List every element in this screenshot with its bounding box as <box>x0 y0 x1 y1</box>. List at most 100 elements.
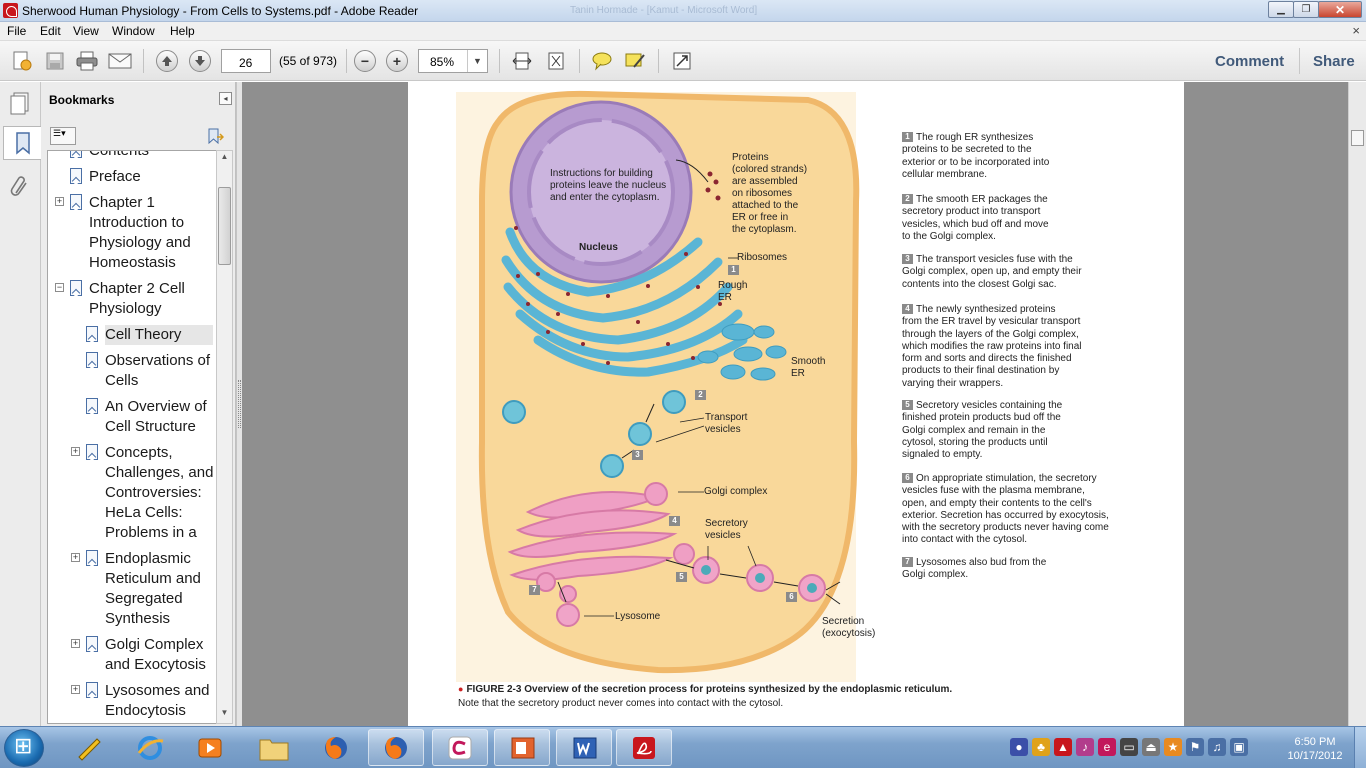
expand-icon[interactable]: + <box>71 552 80 562</box>
bookmark-options-icon[interactable]: ☰▾ <box>50 127 76 145</box>
comment-pane-button[interactable]: Comment <box>1215 53 1285 70</box>
explorer-switcher-icon[interactable] <box>60 729 116 766</box>
fullscreen-icon[interactable] <box>669 49 695 73</box>
zoom-in-button[interactable]: + <box>384 49 410 73</box>
page-number-input[interactable] <box>221 49 271 73</box>
expand-icon[interactable]: + <box>71 638 80 648</box>
panel-splitter[interactable] <box>236 82 242 726</box>
expand-icon[interactable]: + <box>71 446 80 456</box>
expand-bookmark-icon[interactable] <box>206 127 225 145</box>
email-icon[interactable] <box>107 49 133 73</box>
attachments-icon[interactable] <box>4 170 36 204</box>
share-pane-button[interactable]: Share <box>1313 53 1355 70</box>
collapse-icon[interactable]: − <box>55 282 64 292</box>
bookmark-overview-cell-structure[interactable]: An Overview of Cell Structure <box>48 397 218 437</box>
smooth-er <box>697 323 787 381</box>
bookmark-scrollbar[interactable]: ▲ ▼ <box>216 150 233 724</box>
prev-page-button[interactable] <box>154 49 180 73</box>
show-desktop-button[interactable] <box>1354 727 1366 768</box>
document-scrollbar[interactable] <box>1348 82 1366 726</box>
bookmark-chapter-1[interactable]: + Chapter 1 Introduction to Physiology a… <box>55 194 191 271</box>
scroll-up-icon[interactable]: ▲ <box>220 152 229 161</box>
document-close-icon[interactable]: × <box>1352 23 1360 38</box>
tray-flag-icon[interactable]: ⚑ <box>1186 738 1204 756</box>
tray-smartfren-icon[interactable]: e <box>1098 738 1116 756</box>
tray-app-icon[interactable]: ● <box>1010 738 1028 756</box>
chevron-down-icon[interactable]: ▼ <box>467 50 487 72</box>
tray-network-icon[interactable]: ▣ <box>1230 738 1248 756</box>
create-pdf-icon[interactable] <box>9 49 35 73</box>
marker-step-2: 2 <box>695 390 709 402</box>
bookmark-chapter-2[interactable]: − Chapter 2 Cell Physiology <box>55 280 185 317</box>
tray-app-icon[interactable]: ♪ <box>1076 738 1094 756</box>
fit-width-icon[interactable] <box>509 49 535 73</box>
menu-window[interactable]: Window <box>112 24 155 38</box>
scroll-thumb[interactable] <box>218 187 231 265</box>
system-tray: ● ♣ ▲ ♪ e ▭ ⏏ ★ ⚑ ♫ ▣ <box>1010 735 1248 759</box>
bookmark-icon <box>70 194 82 210</box>
page-thumbnails-icon[interactable] <box>4 86 36 120</box>
internet-explorer-icon[interactable] <box>122 729 178 766</box>
toolbar-separator <box>499 49 500 73</box>
zoom-select[interactable]: 85% ▼ <box>418 49 488 73</box>
zoom-out-button[interactable]: − <box>352 49 378 73</box>
minimize-button[interactable]: ▁ <box>1268 1 1294 18</box>
firefox-window-icon[interactable] <box>368 729 424 766</box>
collapse-panel-icon[interactable]: ◂ <box>219 92 232 105</box>
scroll-thumb[interactable] <box>1351 130 1364 146</box>
adobe-reader-taskbar-icon[interactable] <box>616 729 672 766</box>
tray-monitor-icon[interactable]: ▭ <box>1120 738 1138 756</box>
tray-volume-icon[interactable]: ♫ <box>1208 738 1226 756</box>
vesicle-contents <box>701 565 817 593</box>
bookmarks-panel: Bookmarks ◂ ☰▾ Contents Preface + Chapte… <box>41 82 236 726</box>
label-lysosome: Lysosome <box>615 611 661 622</box>
media-player-icon[interactable] <box>182 729 238 766</box>
tray-app-icon[interactable]: ★ <box>1164 738 1182 756</box>
prev-page-icon <box>156 50 178 72</box>
smartfren-icon[interactable] <box>432 729 488 766</box>
bookmark-contents[interactable]: Contents <box>48 151 218 161</box>
firefox-icon[interactable] <box>308 729 364 766</box>
file-explorer-icon[interactable] <box>246 729 302 766</box>
zoom-value: 85% <box>430 55 455 69</box>
comment-icon[interactable] <box>589 49 615 73</box>
print-icon[interactable] <box>74 49 100 73</box>
toolbar-separator <box>579 49 580 73</box>
expand-icon[interactable]: + <box>71 684 80 694</box>
word-icon[interactable] <box>556 729 612 766</box>
clock[interactable]: 6:50 PM 10/17/2012 <box>1282 735 1348 763</box>
bookmark-preface[interactable]: Preface <box>48 167 218 187</box>
menu-help[interactable]: Help <box>170 24 195 38</box>
tray-adobe-icon[interactable]: ▲ <box>1054 738 1072 756</box>
bookmark-observations-of-cells[interactable]: Observations of Cells <box>48 351 218 391</box>
save-icon[interactable] <box>42 49 68 73</box>
bookmark-golgi-complex[interactable]: + Golgi Complex and Exocytosis <box>71 636 206 673</box>
next-page-button[interactable] <box>187 49 213 73</box>
tray-usb-icon[interactable]: ⏏ <box>1142 738 1160 756</box>
bookmark-endoplasmic-reticulum[interactable]: + Endoplasmic Reticulum and Segregated S… <box>71 550 201 627</box>
maximize-button[interactable]: ❐ <box>1293 1 1319 18</box>
expand-icon[interactable]: + <box>55 196 64 206</box>
scroll-down-icon[interactable]: ▼ <box>220 708 229 717</box>
close-button[interactable]: ✕ <box>1318 1 1362 18</box>
bookmark-icon <box>86 398 98 414</box>
page-count: (55 of 973) <box>279 54 338 68</box>
marker-step-5: 5 <box>676 572 690 584</box>
powerpoint-icon[interactable] <box>494 729 550 766</box>
bookmark-icon <box>86 444 98 460</box>
bookmarks-panel-icon[interactable] <box>3 126 41 160</box>
start-button[interactable] <box>4 729 44 767</box>
zoom-out-icon: − <box>354 50 376 72</box>
fit-page-icon[interactable] <box>543 49 569 73</box>
menu-file[interactable]: File <box>7 24 27 38</box>
bookmark-cell-theory[interactable]: Cell Theory <box>48 325 218 345</box>
highlight-icon[interactable] <box>622 49 648 73</box>
bookmark-lysosomes[interactable]: + Lysosomes and Endocytosis <box>71 682 210 719</box>
menu-view[interactable]: View <box>73 24 99 38</box>
menu-edit[interactable]: Edit <box>40 24 61 38</box>
bookmark-hela-cells[interactable]: + Concepts, Challenges, and Controversie… <box>71 444 214 541</box>
label-leaders <box>584 257 757 617</box>
tray-app-icon[interactable]: ♣ <box>1032 738 1050 756</box>
